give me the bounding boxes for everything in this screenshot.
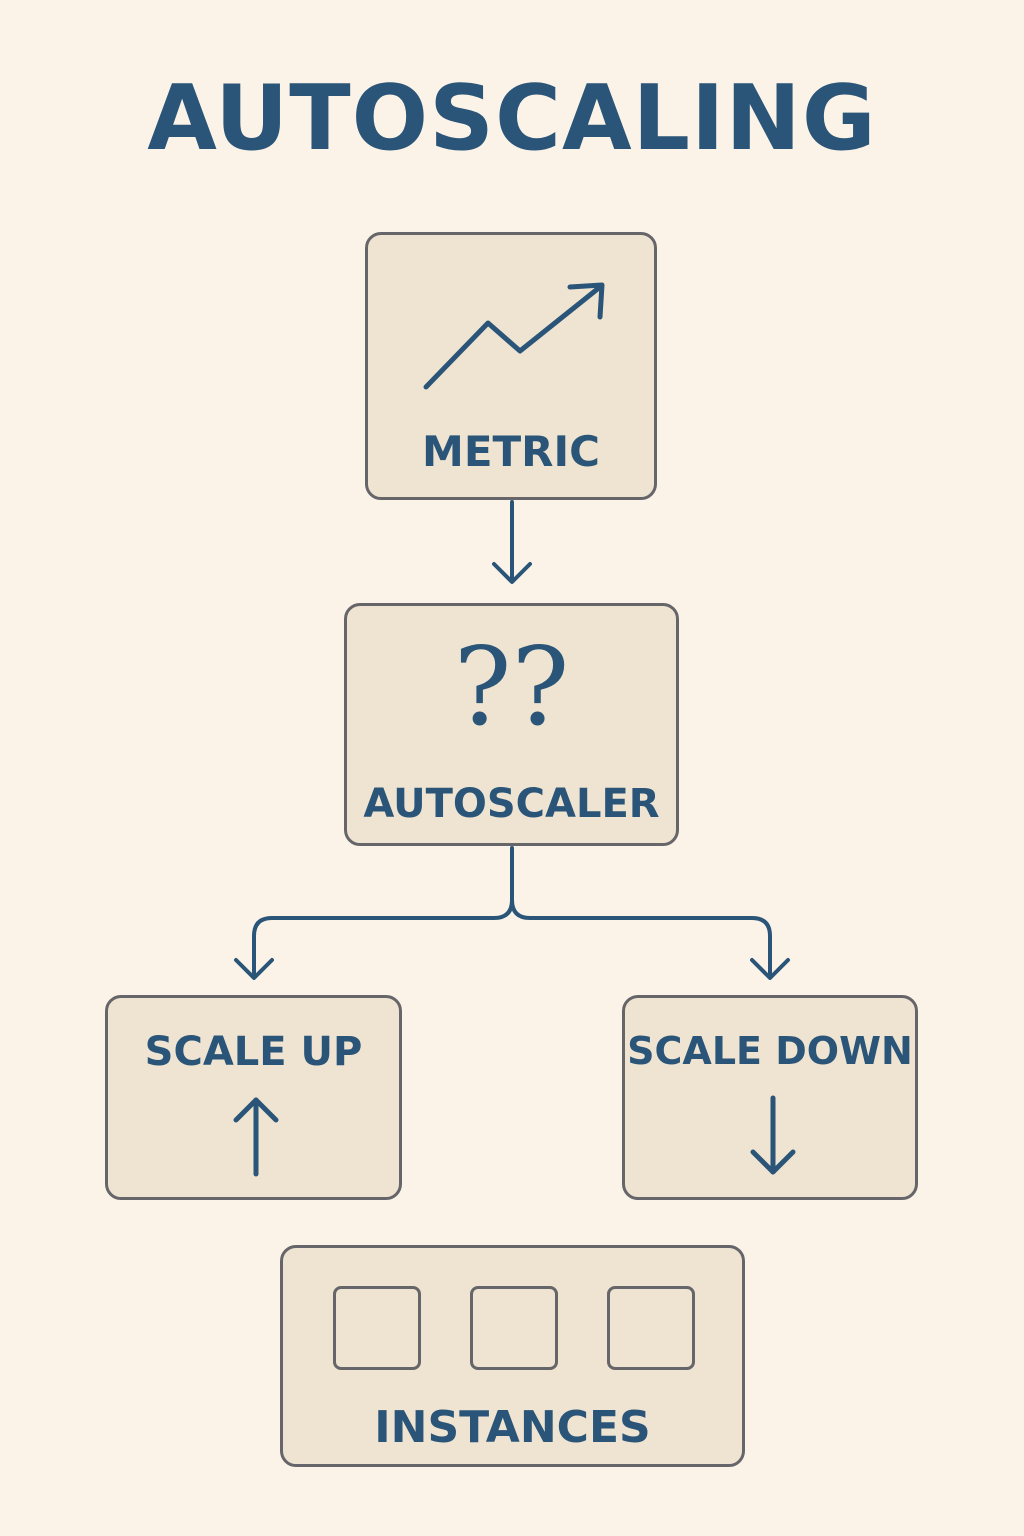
instances-label: INSTANCES — [374, 1402, 651, 1453]
diagram-title: AUTOSCALING — [147, 66, 877, 171]
instance-box — [333, 1286, 421, 1370]
metric-label: METRIC — [422, 427, 600, 476]
autoscaler-node: ?? AUTOSCALER — [344, 603, 679, 846]
trend-up-icon — [423, 282, 605, 390]
edge-metric-to-autoscaler — [492, 500, 532, 584]
edge-autoscaler-to-scale-up — [234, 846, 514, 980]
autoscaler-label: AUTOSCALER — [363, 781, 660, 827]
scale-up-label: SCALE UP — [144, 1029, 363, 1075]
instance-box — [607, 1286, 695, 1370]
metric-node: METRIC — [365, 232, 657, 500]
instance-box — [470, 1286, 558, 1370]
scale-down-label: SCALE DOWN — [627, 1029, 913, 1073]
edge-autoscaler-to-scale-down — [510, 898, 790, 980]
arrow-down-icon — [750, 1095, 796, 1175]
arrow-up-icon — [233, 1097, 279, 1177]
scale-down-node: SCALE DOWN — [622, 995, 918, 1200]
instances-node: INSTANCES — [280, 1245, 745, 1467]
question-marks-icon: ?? — [453, 625, 570, 750]
scale-up-node: SCALE UP — [105, 995, 402, 1200]
